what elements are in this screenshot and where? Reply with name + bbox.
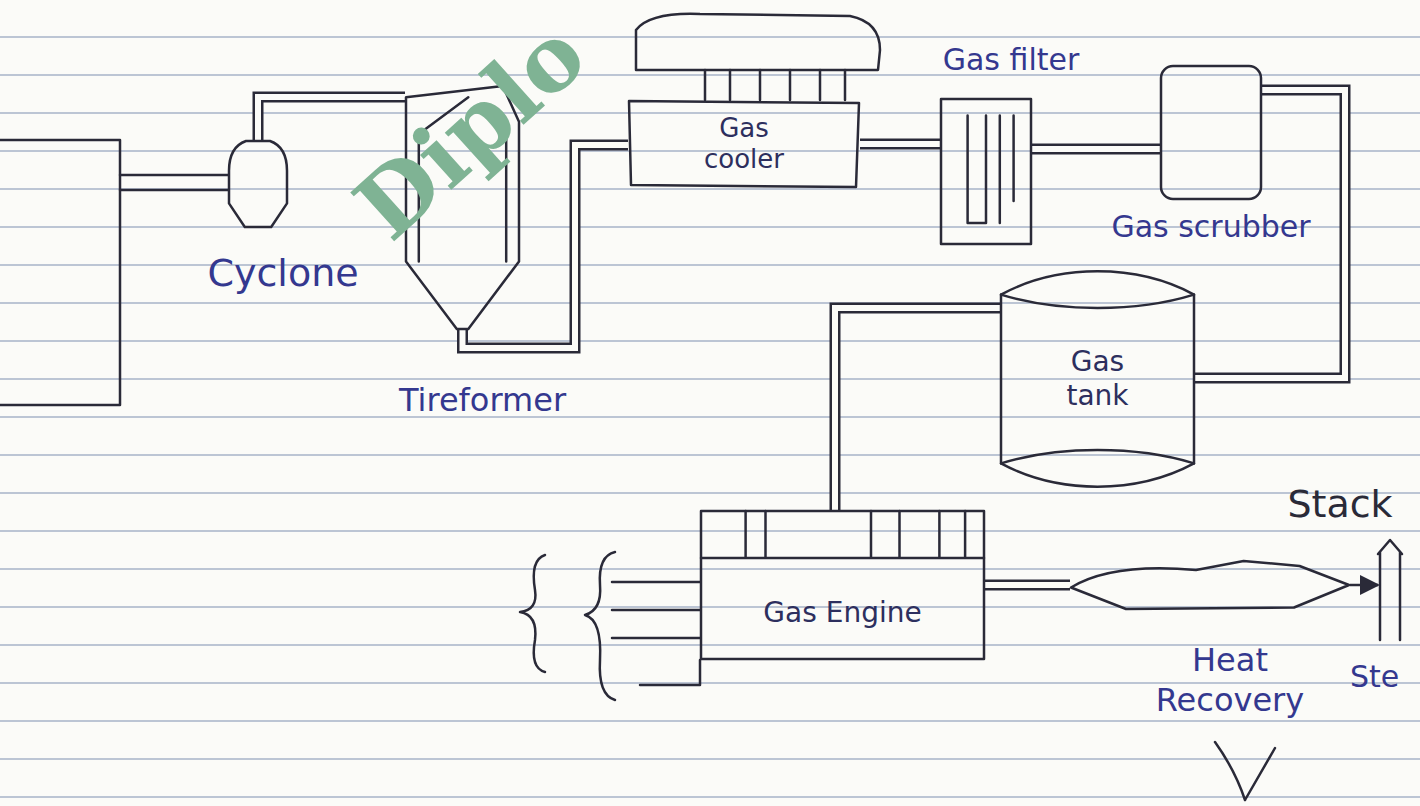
gasifier-pipe (120, 175, 228, 190)
pipe-bore (860, 141, 940, 147)
outlet-arrow (1215, 742, 1275, 800)
pipe-wall (463, 145, 629, 348)
gas-cooler: Gas cooler (628, 100, 860, 188)
exhaust-stack: Stack (1378, 540, 1402, 640)
bracket (585, 552, 615, 700)
box-label: Gas tank (1043, 345, 1153, 412)
pipe-wall (1032, 144, 1160, 155)
part-label: Gas scrubber (1111, 208, 1310, 246)
pipe-bore (463, 145, 629, 348)
cooler-header (636, 14, 880, 70)
gas-pipe (463, 145, 629, 348)
gasifier-outline (0, 140, 120, 405)
gas-filter: Gas filter (940, 98, 1032, 245)
gas-pipe (835, 308, 1000, 510)
gas-pipe (860, 144, 940, 145)
heat-outline (1070, 560, 1350, 610)
pipe-bore (985, 582, 1070, 588)
cut-label: Ste (1350, 662, 1399, 692)
gas-pipe (985, 585, 1070, 586)
pipe-wall (258, 97, 405, 140)
arrow-line (1350, 584, 1378, 587)
cyclone-outline (228, 140, 288, 228)
part-label: Cyclone (207, 250, 358, 298)
pipe-wall (860, 139, 940, 150)
box-label: Gas Engine (763, 596, 921, 630)
pipe-bore (835, 308, 1000, 510)
flow-arrow (1350, 585, 1378, 586)
part-label: Stack (1287, 481, 1392, 529)
cooler-tubes (705, 70, 845, 100)
gas-tank: Gas tank (1000, 268, 1195, 490)
cyclone-separator: Cyclone (228, 140, 288, 228)
inlet-lines (612, 582, 700, 638)
gas-pipe (258, 97, 405, 140)
engine-outline (700, 510, 985, 660)
gas-pipe (1032, 149, 1160, 150)
stack-outline (1378, 540, 1402, 640)
pipe-wall (835, 308, 1000, 510)
box-label: Gas cooler (679, 113, 809, 175)
part-label: Gas filter (943, 41, 1080, 79)
pipe-wall (985, 580, 1070, 591)
gas-engine: Gas Engine (700, 510, 985, 660)
watermark: Diplo (340, 6, 600, 253)
heat-recovery: Heat Recovery (1070, 560, 1350, 610)
part-label: Tireformer (399, 380, 566, 420)
gas-scrubber: Gas scrubber (1160, 65, 1262, 200)
pipe-bore (258, 97, 405, 140)
bracket (520, 555, 545, 672)
pipe-bore (1032, 146, 1160, 152)
part-label: Heat Recovery (1130, 640, 1330, 720)
engine-base (640, 660, 700, 685)
scrubber-outline (1160, 65, 1262, 200)
filter-outline (940, 98, 1032, 245)
